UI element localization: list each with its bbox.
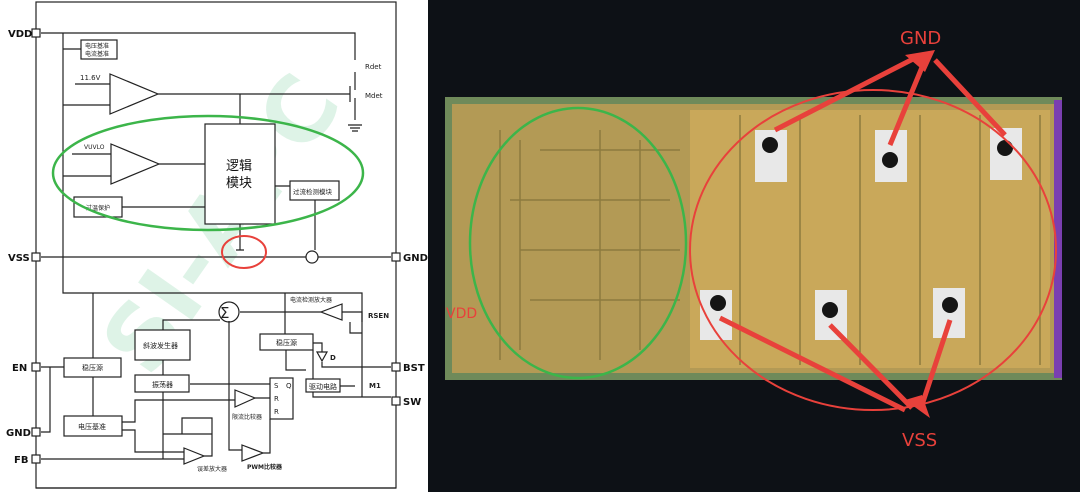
current-source [305, 250, 319, 264]
pin-fb: FB [14, 455, 28, 466]
driver-block [305, 378, 341, 393]
threshold-label: 11.6V [80, 74, 101, 82]
voltage-ref-label: 电压基准 [78, 422, 106, 431]
oscillator-label: 振荡器 [152, 380, 173, 389]
sr-s: S [274, 382, 279, 390]
comparator-11v6 [109, 73, 160, 115]
summer [218, 301, 240, 323]
diode [315, 351, 329, 363]
limit-comp-label: 限流比较器 [232, 413, 262, 421]
sr-latch [269, 377, 294, 420]
switch-highlight [221, 235, 267, 269]
ramp-generator [134, 329, 191, 361]
pin-gnd-right: GND [403, 253, 428, 264]
sr-r2: R [274, 408, 279, 416]
driver-label: 驱动电路 [309, 382, 337, 391]
logic-label-2: 模块 [226, 176, 252, 191]
oscillator-block [134, 374, 190, 393]
overcurrent-block [289, 180, 340, 201]
mdet-label: Mdet [365, 92, 383, 100]
m1-label: M1 [369, 382, 381, 390]
pin-gnd-left: GND [6, 428, 31, 439]
reference-label-1: 电压基准 [85, 42, 109, 50]
pins [31, 28, 401, 464]
pin-vss: VSS [8, 253, 30, 264]
overcurrent-label: 过流检测模块 [293, 187, 333, 196]
pwm-comparator [241, 444, 265, 462]
rsen-label: RSEN [368, 312, 389, 320]
reference-label-2: 电流基准 [85, 50, 109, 58]
uvlo-label: VUVLO [84, 144, 105, 151]
rdet-label: Rdet [365, 63, 382, 71]
regulator-right-label: 稳压源 [276, 338, 297, 347]
ramp-label: 斜波发生器 [143, 341, 178, 350]
die-photo [428, 0, 1080, 492]
pin-en: EN [12, 363, 27, 374]
limit-comparator [234, 389, 257, 408]
diode-label: D [330, 354, 336, 362]
sr-r1: R [274, 395, 279, 403]
overtemp-block [73, 196, 123, 218]
pin-sw: SW [403, 397, 421, 408]
label-vdd: VDD [446, 306, 477, 322]
sr-q: Q [286, 382, 292, 390]
logic-label-1: 逻辑 [226, 159, 252, 174]
error-amplifier [183, 447, 206, 465]
reference-block [80, 39, 118, 60]
regulator-left-label: 稳压源 [82, 363, 103, 372]
regulator-left [63, 357, 122, 378]
regulator-right [259, 333, 314, 351]
voltage-ref-block [63, 415, 123, 437]
logic-highlight [51, 114, 365, 232]
label-gnd: GND [900, 28, 941, 49]
label-vss: VSS [902, 430, 937, 451]
current-sense-amp [319, 303, 343, 321]
error-amp-label: 误差放大器 [197, 465, 227, 473]
pin-bst: BST [403, 363, 425, 374]
logic-block [204, 123, 276, 225]
overtemp-label: 过温保护 [86, 204, 110, 212]
current-amp-label: 电流检测放大器 [290, 296, 332, 304]
pin-vdd: VDD [8, 29, 32, 40]
uvlo-comparator [110, 143, 161, 185]
pwm-comp-label: PWM比较器 [247, 463, 283, 471]
summer-symbol: Σ [220, 304, 229, 322]
